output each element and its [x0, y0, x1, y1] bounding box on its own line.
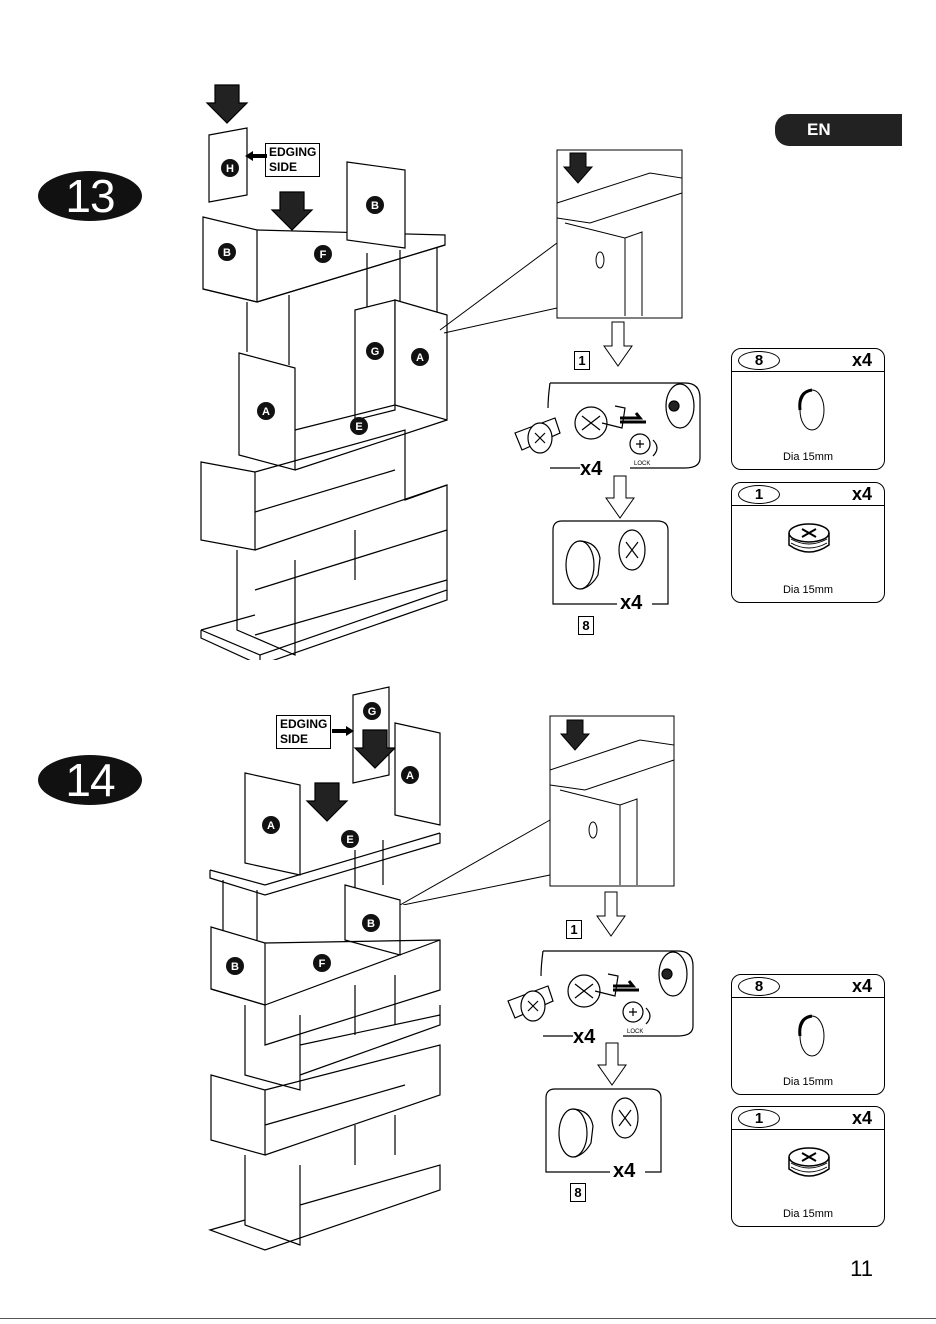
panel-label: H	[226, 163, 234, 175]
step14-camlock-detail	[503, 946, 698, 1041]
cover-cap-icon	[792, 1011, 826, 1061]
part-card-camlock: 1 x4 Dia 15mm	[731, 1106, 885, 1227]
step13-detail-zoom	[430, 148, 685, 338]
part-diameter: Dia 15mm	[732, 584, 884, 596]
svg-text:B: B	[367, 918, 375, 930]
quantity-label: x4	[620, 592, 642, 615]
pointer-arrow-icon	[332, 725, 354, 737]
down-arrow-icon	[605, 474, 635, 520]
svg-text:A: A	[267, 820, 275, 832]
cam-part-number: 1	[566, 920, 582, 939]
footer-divider	[0, 1318, 936, 1319]
part-quantity: x4	[852, 484, 872, 505]
pointer-arrow-icon	[245, 150, 267, 162]
cam-part-number: 1	[574, 351, 590, 370]
part-card-cap: 8 x4 Dia 15mm	[731, 348, 885, 470]
svg-text:B: B	[371, 200, 379, 212]
lock-label: LOCK	[634, 461, 650, 467]
edging-side-label: EDGING SIDE	[276, 715, 331, 749]
down-arrow-icon	[596, 890, 626, 938]
svg-text:B: B	[223, 247, 231, 259]
svg-text:E: E	[355, 421, 362, 433]
part-quantity: x4	[852, 976, 872, 997]
part-number: 1	[738, 1109, 780, 1128]
cam-lock-icon	[784, 521, 834, 559]
down-arrow-icon	[603, 320, 633, 368]
quantity-label: x4	[613, 1160, 635, 1183]
step13-shelf-diagram: H B F B G A A E	[195, 80, 460, 660]
svg-text:G: G	[371, 346, 380, 358]
svg-text:F: F	[320, 249, 327, 261]
part-diameter: Dia 15mm	[732, 1208, 884, 1220]
step13-cap-detail	[552, 520, 670, 606]
step13-camlock-detail	[510, 378, 705, 473]
svg-text:A: A	[262, 406, 270, 418]
part-number: 1	[738, 485, 780, 504]
cap-part-number: 8	[570, 1183, 586, 1202]
language-tab: EN	[775, 114, 902, 146]
quantity-label: x4	[573, 1026, 595, 1049]
part-quantity: x4	[852, 1108, 872, 1129]
part-diameter: Dia 15mm	[732, 451, 884, 463]
part-diameter: Dia 15mm	[732, 1076, 884, 1088]
part-number: 8	[738, 351, 780, 370]
lock-label: LOCK	[627, 1029, 643, 1035]
svg-text:F: F	[319, 958, 326, 970]
part-card-cap: 8 x4 Dia 15mm	[731, 974, 885, 1095]
edging-side-label: EDGING SIDE	[265, 143, 320, 177]
quantity-label: x4	[580, 458, 602, 481]
svg-text:G: G	[368, 706, 377, 718]
step-number-14: 14	[38, 755, 142, 805]
part-quantity: x4	[852, 350, 872, 371]
part-number: 8	[738, 977, 780, 996]
step14-detail-zoom	[395, 715, 680, 905]
step14-cap-detail	[545, 1088, 663, 1174]
cam-lock-icon	[784, 1145, 834, 1183]
down-arrow-icon	[597, 1041, 627, 1087]
svg-text:B: B	[231, 961, 239, 973]
page-number: 11	[850, 1256, 873, 1282]
svg-text:E: E	[346, 834, 353, 846]
cover-cap-icon	[792, 385, 826, 435]
svg-text:A: A	[416, 352, 424, 364]
part-card-camlock: 1 x4 Dia 15mm	[731, 482, 885, 603]
cap-part-number: 8	[578, 616, 594, 635]
step-number-13: 13	[38, 171, 142, 221]
